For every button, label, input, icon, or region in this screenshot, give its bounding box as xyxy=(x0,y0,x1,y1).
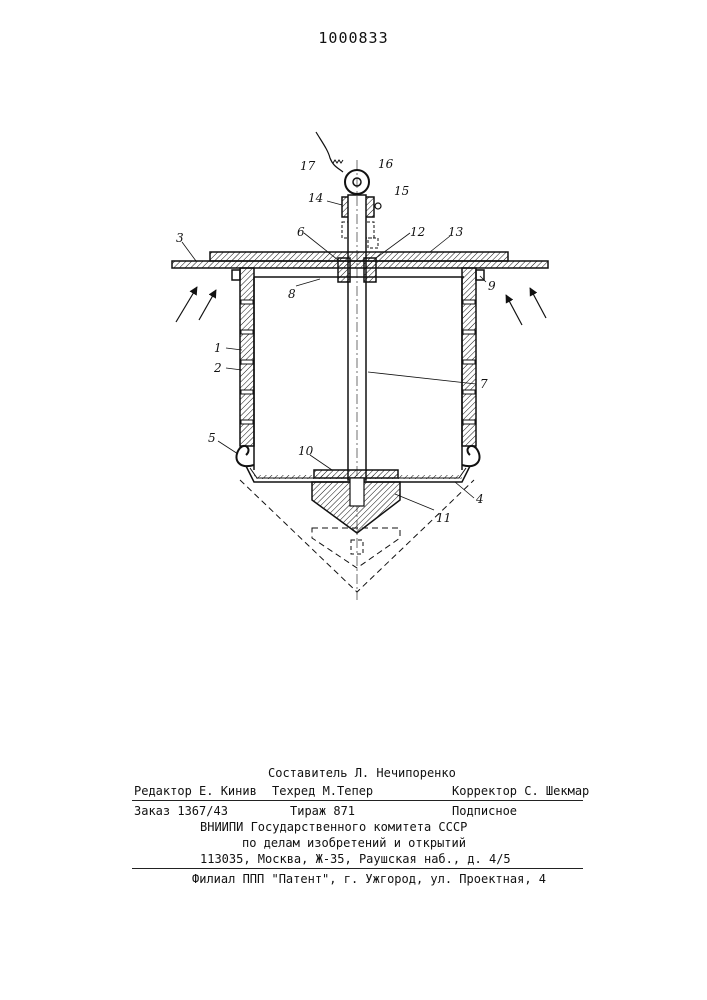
divider xyxy=(132,868,583,869)
organization-line-2: по делам изобретений и открытий xyxy=(242,836,466,850)
label-11: 11 xyxy=(436,511,451,525)
bead-right xyxy=(462,446,480,466)
label-9: 9 xyxy=(488,279,496,293)
label-6: 6 xyxy=(297,225,305,239)
cable-wire xyxy=(316,132,343,172)
right-wall xyxy=(462,268,476,446)
label-2: 2 xyxy=(213,361,222,375)
corrector-line: Корректор С. Шекмар xyxy=(452,784,589,798)
label-12: 12 xyxy=(410,225,425,239)
circulation-line: Тираж 871 xyxy=(290,804,355,818)
base-plate xyxy=(314,470,398,478)
label-8: 8 xyxy=(288,287,296,301)
bushing-right xyxy=(364,258,376,282)
label-14: 14 xyxy=(308,191,323,205)
bead-left xyxy=(236,446,254,466)
divider xyxy=(132,800,583,801)
bushing-left xyxy=(338,258,350,282)
label-5: 5 xyxy=(208,431,216,445)
branch-line: Филиал ППП "Патент", г. Ужгород, ул. Про… xyxy=(192,872,546,886)
bracket-left xyxy=(232,270,240,280)
cable-coil xyxy=(333,160,343,163)
editor-line: Редактор Е. Кинив xyxy=(134,784,257,798)
top-plate xyxy=(172,261,548,268)
compiler-line: Составитель Л. Нечипоренко xyxy=(268,766,456,780)
left-wall xyxy=(240,268,254,446)
label-10: 10 xyxy=(298,444,314,458)
organization-line-1: ВНИИПИ Государственного комитета СССР xyxy=(200,820,467,834)
subscription-line: Подписное xyxy=(452,804,517,818)
label-16: 16 xyxy=(378,157,394,171)
label-17: 17 xyxy=(300,159,316,173)
imprint-block: Составитель Л. Нечипоренко Редактор Е. К… xyxy=(0,760,707,900)
label-4: 4 xyxy=(475,492,484,506)
order-line: Заказ 1367/43 xyxy=(134,804,228,818)
cover-plate xyxy=(210,252,508,261)
clamp-screw xyxy=(375,203,381,209)
label-13: 13 xyxy=(448,225,464,239)
label-3: 3 xyxy=(176,231,184,245)
label-15: 15 xyxy=(394,184,409,198)
address-line: 113035, Москва, Ж-35, Раушская наб., д. … xyxy=(200,852,511,866)
label-1: 1 xyxy=(214,341,222,355)
label-7: 7 xyxy=(480,377,488,391)
techred-line: Техред М.Тепер xyxy=(272,784,373,798)
